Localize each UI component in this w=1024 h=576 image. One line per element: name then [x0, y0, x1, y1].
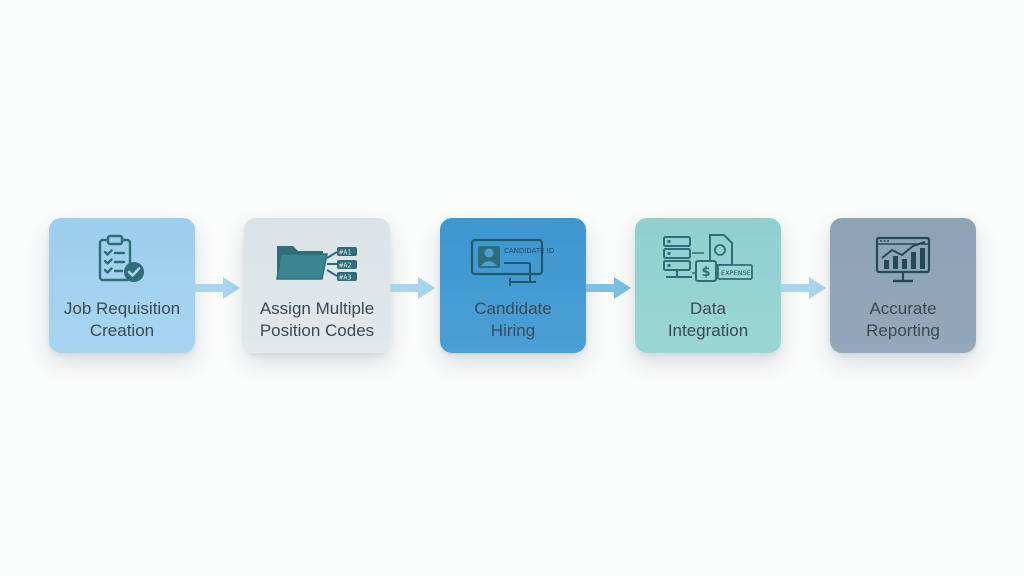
- arrow-right-icon: [586, 277, 631, 299]
- step-label: Job Requisition Creation: [49, 298, 195, 342]
- step-label: Data Integration: [635, 298, 781, 342]
- arrow-right-icon: [195, 277, 240, 299]
- step-assign-position-codes: #A1 #A2 #A3 Assign Multiple Position Cod…: [244, 218, 390, 353]
- arrow-right-icon: [390, 277, 435, 299]
- chart-monitor-icon: [855, 234, 951, 288]
- step-label-line: Hiring: [490, 321, 536, 340]
- svg-text:#A1: #A1: [339, 249, 352, 257]
- svg-text:#A3: #A3: [339, 274, 352, 282]
- step-label-line: Accurate: [869, 299, 937, 318]
- step-job-requisition: Job Requisition Creation: [49, 218, 195, 353]
- clipboard-check-icon: [74, 234, 170, 288]
- step-label-line: Reporting: [866, 321, 940, 340]
- step-label-line: Position Codes: [259, 321, 375, 340]
- expense-text: EXPENSE: [721, 269, 751, 277]
- step-label: Assign Multiple Position Codes: [244, 298, 390, 342]
- step-label-line: Data: [690, 299, 726, 318]
- step-accurate-reporting: Accurate Reporting: [830, 218, 976, 353]
- step-label-line: Candidate: [474, 299, 552, 318]
- arrow-right-icon: [781, 277, 826, 299]
- data-integration-icon: $ EXPENSE: [660, 234, 756, 288]
- svg-text:$: $: [702, 265, 711, 280]
- step-data-integration: $ EXPENSE Data Integration: [635, 218, 781, 353]
- step-label-line: Creation: [89, 321, 155, 340]
- step-label: Accurate Reporting: [830, 298, 976, 342]
- candidate-id-text: CANDIDATE ID: [504, 247, 554, 255]
- svg-text:#A2: #A2: [339, 262, 352, 270]
- step-label-line: Integration: [667, 321, 749, 340]
- candidate-card-icon: CANDIDATE ID: [465, 234, 561, 288]
- step-label: Candidate Hiring: [440, 298, 586, 342]
- step-candidate-hiring: CANDIDATE ID Candidate Hiring: [440, 218, 586, 353]
- step-label-line: Job Requisition: [63, 299, 181, 318]
- step-label-line: Assign Multiple: [259, 299, 375, 318]
- folder-codes-icon: #A1 #A2 #A3: [269, 234, 365, 288]
